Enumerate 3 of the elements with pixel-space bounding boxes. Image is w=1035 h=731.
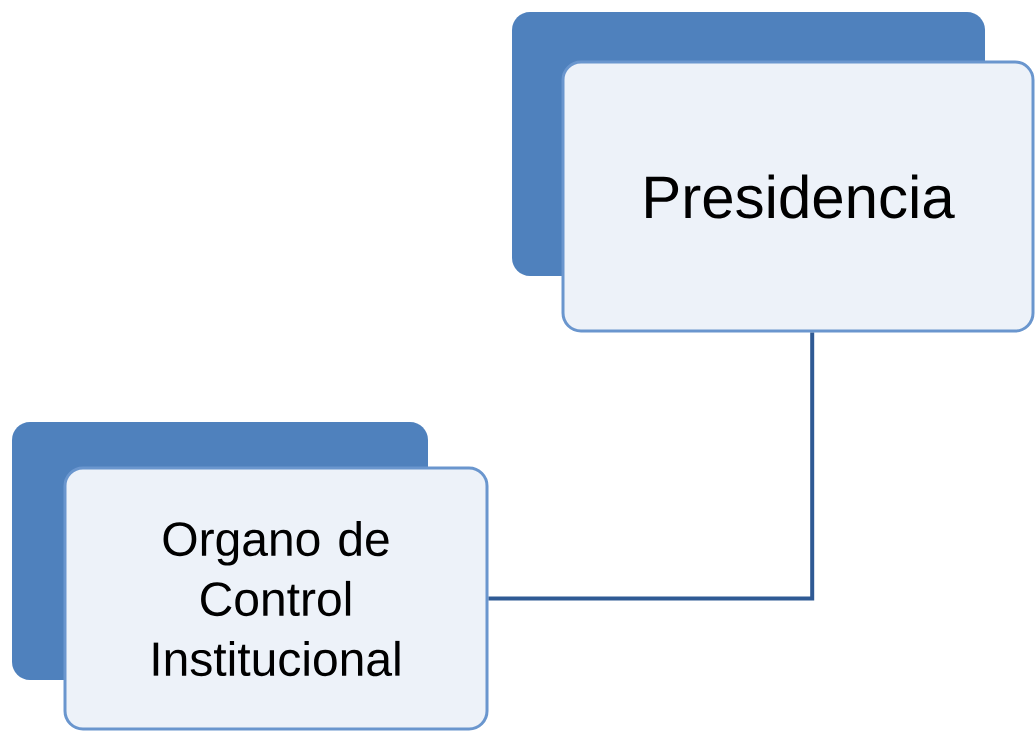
org-box: Presidencia xyxy=(512,12,1035,333)
org-box: Organo de Control Institucional xyxy=(12,422,489,731)
connector-line xyxy=(488,332,815,601)
